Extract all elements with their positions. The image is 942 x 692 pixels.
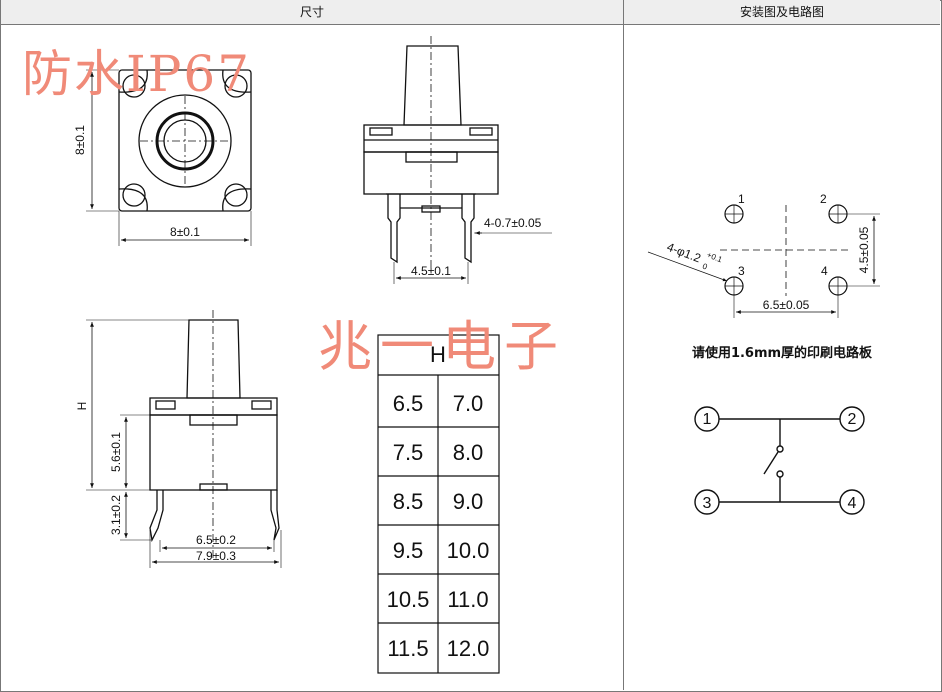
pcb-horizontal-dim: 6.5±0.05 xyxy=(763,298,810,312)
lead-length-dim: 3.1±0.2 xyxy=(109,495,123,535)
table-cell: 8.0 xyxy=(453,440,484,465)
pin-spacing-dim: 4.5±0.1 xyxy=(411,264,451,278)
watermark-top: 防水IP67 xyxy=(22,45,252,103)
pin-width-dim: 4-0.7±0.05 xyxy=(484,216,542,230)
pcb-note: 请使用1.6mm厚的印刷电路板 xyxy=(692,345,873,361)
table-cell: 11.5 xyxy=(387,636,428,661)
circuit-node-3: 3 xyxy=(703,495,712,512)
table-cell: 11.0 xyxy=(447,587,488,612)
top-height-dim: 8±0.1 xyxy=(73,125,87,155)
table-header: H xyxy=(430,342,446,367)
table-cells: 6.5 7.0 7.5 8.0 8.5 9.0 9.5 10.0 10.5 11… xyxy=(387,391,490,661)
table-cell: 7.5 xyxy=(393,440,424,465)
height-table xyxy=(377,334,500,674)
pcb-pin-3: 3 xyxy=(738,264,745,278)
circuit-node-2: 2 xyxy=(848,411,857,428)
table-cell: 12.0 xyxy=(447,636,490,661)
watermark-middle: 兆一电子 xyxy=(318,315,566,378)
dimensions-header: 尺寸 xyxy=(1,0,623,25)
pcb-layout xyxy=(647,204,880,318)
circuit-node-1: 1 xyxy=(703,411,712,428)
top-view xyxy=(86,69,252,246)
table-cell: 8.5 xyxy=(393,489,424,514)
outer-width-dim: 7.9±0.3 xyxy=(196,549,236,563)
pcb-pin-1: 1 xyxy=(738,192,745,206)
pcb-pin-2: 2 xyxy=(820,192,827,206)
hole-label-group: 4-φ1.2 +0.1 0 xyxy=(665,240,724,272)
side-view xyxy=(363,36,552,284)
pcb-vertical-dim: 4.5±0.05 xyxy=(857,226,871,273)
mounting-header: 安装图及电路图 xyxy=(624,0,940,25)
table-cell: 10.0 xyxy=(447,538,490,563)
pcb-pin-4: 4 xyxy=(821,264,828,278)
table-cell: 7.0 xyxy=(453,391,484,416)
top-width-dim: 8±0.1 xyxy=(170,225,200,239)
table-cell: 9.0 xyxy=(453,489,484,514)
table-cell: 10.5 xyxy=(387,587,430,612)
front-view xyxy=(86,310,282,568)
table-cell: 6.5 xyxy=(393,391,424,416)
inner-width-dim: 6.5±0.2 xyxy=(196,533,236,547)
table-cell: 9.5 xyxy=(393,538,424,563)
column-divider xyxy=(623,0,624,690)
circuit-diagram xyxy=(694,406,865,515)
hole-tol-zero: 0 xyxy=(701,262,709,272)
height-h-dim: H xyxy=(75,402,89,411)
circuit-node-4: 4 xyxy=(848,495,857,512)
body-height-dim: 5.6±0.1 xyxy=(109,432,123,472)
hole-diameter-label: 4-φ1.2 xyxy=(665,240,703,266)
